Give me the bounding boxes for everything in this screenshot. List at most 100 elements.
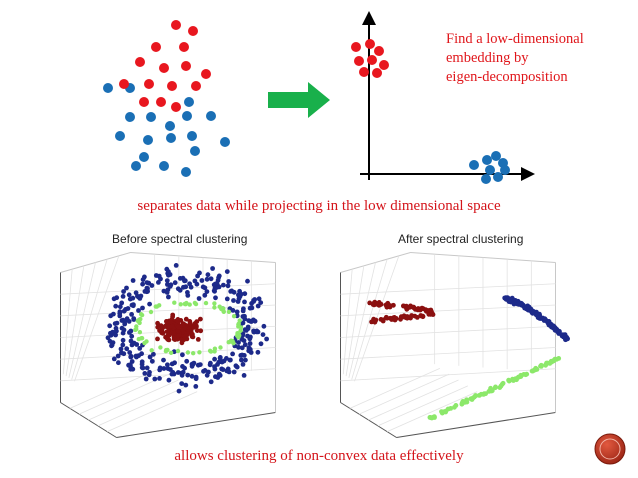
outer-ring-point	[236, 344, 241, 350]
grid-line	[97, 385, 188, 427]
blue-point	[103, 83, 113, 93]
outer-ring-point	[236, 340, 241, 345]
grid-line	[387, 391, 478, 433]
outer-ring-point	[254, 329, 259, 335]
grid-line	[345, 265, 365, 377]
outer-ring-point	[165, 287, 171, 293]
outer-ring-point	[245, 278, 250, 284]
grid-line	[65, 265, 85, 377]
green-line-point	[483, 391, 488, 397]
outer-ring-point	[107, 338, 113, 344]
red-streak-point	[415, 306, 420, 312]
outer-ring-point	[149, 358, 155, 364]
middle-ring-point	[158, 345, 163, 350]
green-line-point	[530, 368, 536, 374]
outer-ring-point	[119, 350, 124, 356]
outer-ring-point	[199, 278, 205, 283]
outer-ring-point	[210, 266, 216, 271]
outer-ring-point	[239, 345, 245, 351]
outer-ring-point	[197, 362, 203, 367]
outer-ring-point	[143, 376, 149, 382]
outer-ring-point	[144, 365, 150, 371]
outer-ring-point	[130, 295, 136, 301]
blue-arc-point	[518, 302, 524, 307]
blue-point	[146, 112, 156, 122]
blue-point	[206, 111, 216, 121]
red-streak-point	[401, 303, 406, 309]
blue-arc-point	[535, 311, 541, 317]
outer-ring-point	[121, 289, 126, 294]
outer-ring-point	[140, 305, 145, 311]
outer-ring-point	[118, 346, 124, 352]
blue-point	[139, 152, 149, 162]
outer-ring-point	[161, 357, 166, 363]
middle-caption: separates data while projecting in the l…	[137, 198, 501, 214]
embedded-red-point	[351, 42, 361, 52]
outer-ring-point	[225, 283, 231, 289]
blue-point	[131, 161, 141, 171]
red-point	[167, 81, 177, 91]
outer-ring-point	[131, 317, 137, 322]
middle-ring-point	[231, 314, 237, 319]
outer-ring-point	[224, 269, 230, 274]
middle-ring-point	[148, 309, 154, 315]
inner-core-point	[166, 337, 172, 343]
outer-ring-point	[166, 294, 171, 300]
outer-ring-point	[212, 366, 218, 372]
outer-ring-point	[204, 276, 210, 282]
outer-ring-point	[235, 299, 241, 304]
green-line-point	[518, 372, 524, 378]
outer-ring-point	[130, 366, 136, 372]
outer-ring-point	[140, 281, 146, 287]
green-line-point	[473, 393, 478, 399]
outer-ring-point	[117, 313, 123, 319]
embedded-red-point	[367, 55, 377, 65]
red-streak-point	[380, 317, 386, 323]
outer-ring-point	[231, 369, 237, 375]
outer-ring-point	[208, 379, 214, 385]
grid-line	[342, 269, 353, 375]
inner-core-point	[166, 323, 172, 329]
outer-ring-point	[128, 354, 134, 360]
outer-ring-point	[258, 341, 264, 347]
outer-ring-point	[202, 368, 208, 373]
middle-ring-point	[236, 322, 241, 327]
red-point	[181, 61, 191, 71]
blue-point	[182, 111, 192, 121]
outer-ring-point	[213, 374, 218, 380]
outer-ring-point	[136, 308, 141, 313]
embedded-red-point	[359, 67, 369, 77]
outer-ring-point	[175, 370, 181, 375]
outer-ring-point	[221, 282, 226, 288]
red-streak-point	[386, 303, 392, 309]
red-streak-point	[411, 304, 417, 310]
outer-ring-point	[208, 276, 214, 282]
embedded-blue-point	[485, 165, 495, 175]
blue-arc-point	[506, 296, 511, 302]
embedded-red-point	[372, 68, 382, 78]
outer-ring-point	[204, 289, 210, 294]
grid-line	[351, 259, 388, 380]
red-streak-point	[373, 317, 379, 323]
green-line-point	[492, 385, 498, 391]
outer-ring-point	[137, 346, 143, 351]
embedding-caption: Find a low-dimensional embedding by eige…	[446, 30, 584, 87]
outer-ring-point	[157, 367, 163, 373]
middle-ring-point	[212, 301, 217, 306]
outer-ring-point	[246, 345, 252, 351]
outer-ring-point	[149, 283, 155, 288]
outer-ring-point	[188, 284, 194, 290]
red-point	[135, 57, 145, 67]
outer-ring-point	[121, 308, 127, 314]
outer-ring-point	[240, 362, 246, 367]
outer-ring-point	[242, 342, 248, 348]
outer-ring-point	[167, 272, 173, 277]
blue-point	[166, 133, 176, 143]
outer-ring-point	[136, 353, 142, 359]
blue-point	[184, 97, 194, 107]
red-streak-point	[404, 306, 410, 311]
inner-core-point	[176, 333, 181, 339]
grid-line	[340, 325, 556, 338]
middle-ring-point	[221, 309, 226, 314]
